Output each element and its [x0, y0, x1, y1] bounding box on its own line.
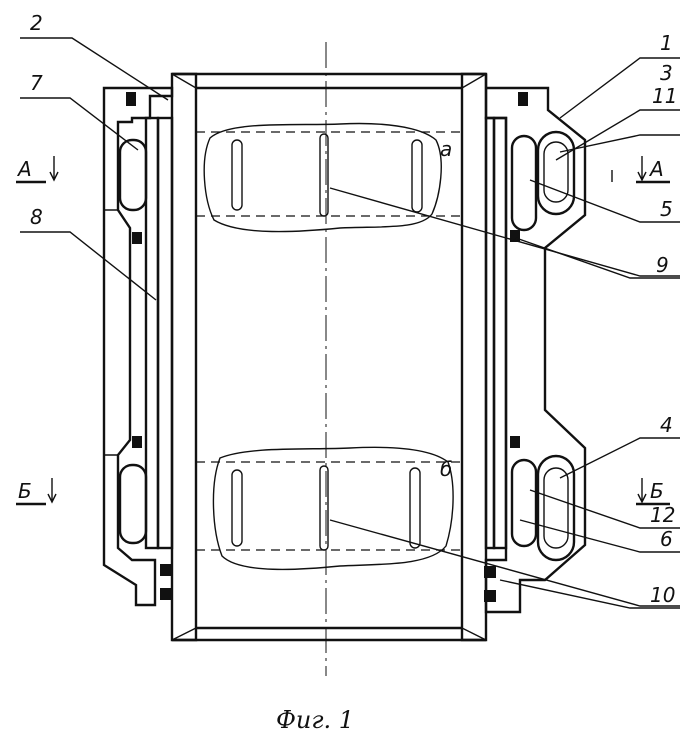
section-marker-b-right: Б: [636, 478, 670, 506]
zone-label-a: а: [440, 137, 452, 161]
port-left-lower: [118, 463, 148, 545]
leader-lines: [20, 37, 680, 609]
port-right-lower: [510, 454, 576, 562]
seals-left: [126, 92, 172, 600]
figure-caption: Фиг. 1: [276, 706, 354, 734]
sleeve-left: [156, 72, 198, 642]
part-label-1: 1: [660, 31, 673, 55]
svg-text:А: А: [16, 157, 32, 181]
bore: [171, 72, 487, 642]
zone-label-b: б: [440, 457, 452, 481]
part-label-12: 12: [650, 503, 675, 527]
sleeve-right: [460, 72, 496, 642]
cutaway-a: [203, 122, 442, 233]
seals-right: [484, 92, 528, 602]
part-label-8: 8: [30, 205, 43, 229]
liner-right: [492, 116, 508, 550]
part-label-3: 3: [660, 61, 673, 85]
cutaway-b: [212, 446, 454, 571]
port-left-upper: [118, 138, 148, 212]
housing-right: [484, 74, 587, 614]
part-label-4: 4: [660, 413, 673, 437]
section-marker-b-left: Б: [16, 478, 57, 506]
port-right-upper: [510, 130, 576, 232]
part-label-6: 6: [660, 527, 673, 551]
svg-text:Б: Б: [650, 479, 664, 503]
svg-text:Б: Б: [18, 479, 32, 503]
svg-text:А: А: [648, 157, 664, 181]
part-label-5: 5: [660, 197, 673, 221]
section-marker-a-left: А: [16, 156, 59, 184]
housing-left: [102, 86, 174, 607]
liner-left: [144, 116, 160, 550]
part-label-10: 10: [650, 583, 675, 607]
section-marker-a-right: А: [636, 156, 670, 184]
part-label-9: 9: [656, 253, 669, 277]
part-label-7: 7: [30, 71, 43, 95]
part-label-11: 11: [652, 84, 677, 108]
part-label-2: 2: [30, 11, 43, 35]
